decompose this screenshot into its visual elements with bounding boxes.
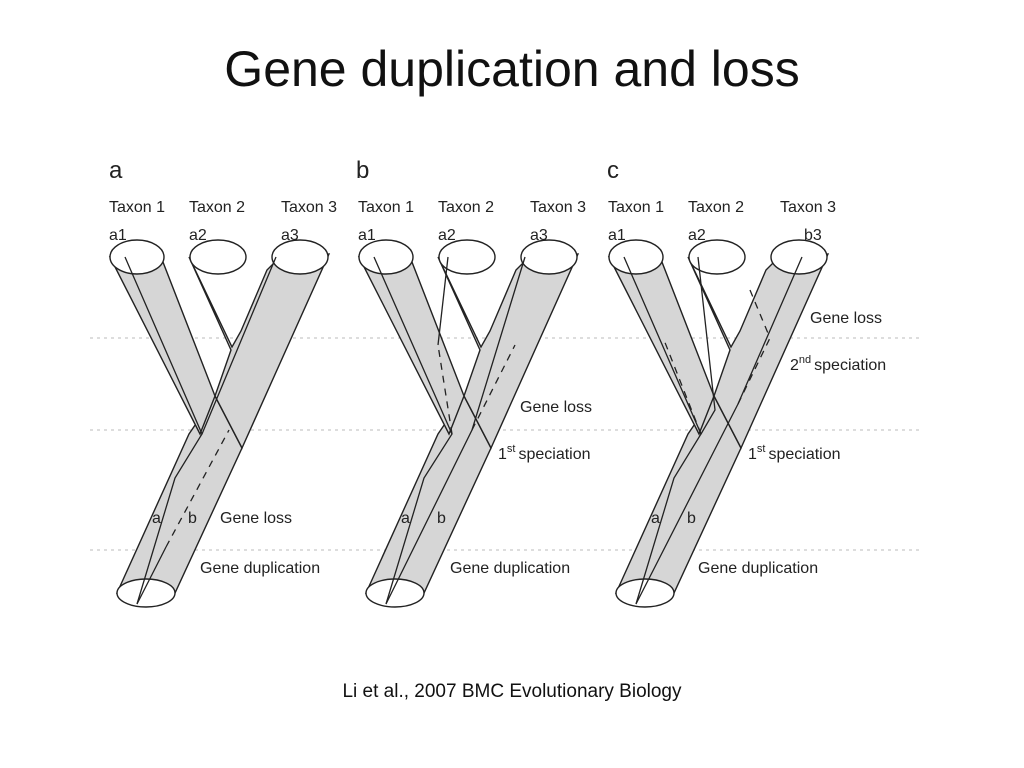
speciation-number: 1 (498, 446, 507, 463)
taxon-label: Taxon 1 (358, 199, 414, 216)
taxon-label: Taxon 2 (688, 199, 744, 216)
gene-loss-label: Gene loss (810, 310, 882, 327)
panel-letter: b (356, 157, 369, 184)
copy-label: b (687, 510, 696, 527)
gene-tree-shape (109, 239, 330, 608)
gene-tree-shape (358, 239, 579, 608)
gene-label: a2 (438, 227, 456, 244)
taxon-label: Taxon 1 (608, 199, 664, 216)
gene-tree-shape (608, 239, 829, 608)
gene-loss-label: Gene loss (220, 510, 292, 527)
gene-label: a2 (189, 227, 207, 244)
speciation-number: 1 (748, 446, 757, 463)
gene-label: a2 (688, 227, 706, 244)
panel-letter: a (109, 157, 123, 184)
taxon-label: Taxon 3 (281, 199, 337, 216)
gene-label: a1 (109, 227, 127, 244)
taxon-label: Taxon 2 (189, 199, 245, 216)
speciation-ordinal: st (507, 443, 516, 455)
speciation-ordinal: nd (799, 354, 811, 366)
slide-title: Gene duplication and loss (224, 41, 800, 97)
panel-letter: c (607, 157, 619, 184)
speciation-number: 2 (790, 357, 799, 374)
panel-b: b Taxon 1 Taxon 2 Taxon 3 a1 a2 a3 a b G… (356, 157, 592, 608)
gene-duplication-label: Gene duplication (450, 560, 570, 577)
speciation-text: speciation (814, 357, 886, 374)
copy-label: a (401, 510, 410, 527)
gene-loss-label: Gene loss (520, 399, 592, 416)
panel-c: c Taxon 1 Taxon 2 Taxon 3 a1 a2 b3 a b G… (607, 157, 886, 608)
taxon-label: Taxon 2 (438, 199, 494, 216)
speciation-text: speciation (518, 446, 590, 463)
gene-label: a1 (358, 227, 376, 244)
taxon-label: Taxon 1 (109, 199, 165, 216)
speciation-text: speciation (768, 446, 840, 463)
taxon-label: Taxon 3 (530, 199, 586, 216)
taxon-label: Taxon 3 (780, 199, 836, 216)
gene-duplication-label: Gene duplication (698, 560, 818, 577)
copy-label: a (651, 510, 660, 527)
copy-label: b (188, 510, 197, 527)
gene-label: b3 (804, 227, 822, 244)
panel-a: a Taxon 1 Taxon 2 Taxon 3 a1 a2 a3 a b G… (109, 157, 337, 608)
gene-duplication-label: Gene duplication (200, 560, 320, 577)
citation: Li et al., 2007 BMC Evolutionary Biology (342, 681, 682, 702)
gene-label: a1 (608, 227, 626, 244)
copy-label: b (437, 510, 446, 527)
copy-label: a (152, 510, 161, 527)
speciation-ordinal: st (757, 443, 766, 455)
